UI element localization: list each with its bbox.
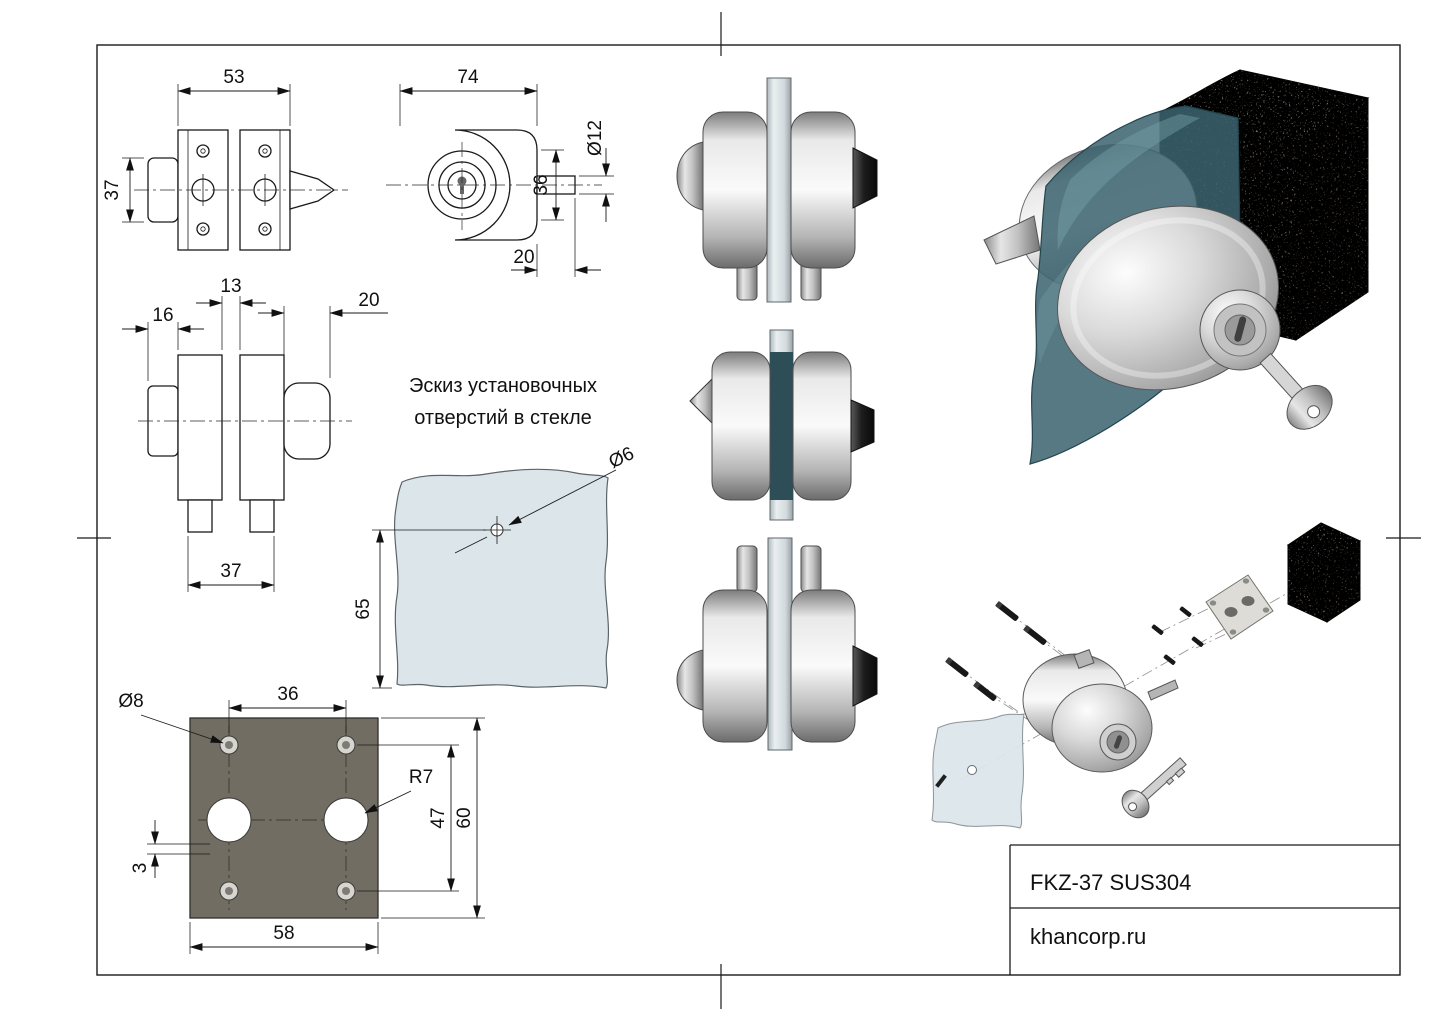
dim-plan-left: 16: [122, 305, 204, 381]
stone-block-exploded: [1286, 522, 1362, 623]
dim-plan-legs: 37: [187, 536, 275, 592]
glass-strip: [767, 537, 793, 751]
sheet-frame: [77, 12, 1421, 1009]
glass-tinted-section: [770, 352, 793, 500]
latch-bulge: [676, 649, 704, 711]
cylinder-cap: [852, 645, 878, 707]
render-3d: [983, 69, 1370, 465]
mount-leg: [800, 545, 822, 593]
view-front: 53 37: [102, 67, 348, 251]
dim-text-pin-length: 20: [513, 247, 534, 268]
lock-half-left: [702, 111, 768, 269]
glass-highlight: [1057, 114, 1200, 250]
dim-pin-diameter: Ø12: [579, 120, 614, 222]
dim-plate-radius: R7: [364, 767, 433, 814]
website: khancorp.ru: [1030, 924, 1146, 949]
lock-front-exploded: [1051, 683, 1153, 773]
dim-text-glass-gap: 13: [220, 276, 241, 297]
long-screws: [945, 601, 1047, 701]
assembled-view-top: [676, 77, 878, 303]
model-number: FKZ-37 SUS304: [1030, 870, 1191, 895]
plate-screw-holes: [219, 735, 356, 901]
title-block: FKZ-37 SUS304 khancorp.ru: [1009, 844, 1400, 975]
dim-plate-inner-height: 47: [357, 744, 459, 892]
assembled-view-bottom: [676, 537, 878, 751]
dim-plate-screw-dia: Ø8: [118, 691, 224, 744]
dim-text-front-height: 37: [102, 179, 123, 200]
lock-body-outline: [454, 129, 538, 241]
dim-text-plan-knob: 20: [358, 290, 379, 311]
key-exploded: [1121, 757, 1187, 819]
back-plate-exploded: [1205, 574, 1274, 640]
keyhole-slot: [1234, 316, 1247, 342]
leg-left: [187, 499, 213, 533]
dim-plate-edge-offset: 3: [130, 820, 210, 878]
lock-half-right: [790, 111, 856, 269]
dim-glass-gap: 13: [196, 276, 266, 350]
dim-text-radius: R7: [409, 767, 433, 788]
dim-pin-length: 20: [511, 198, 601, 277]
key: [1259, 352, 1333, 430]
dim-text-screw-span: 36: [277, 684, 298, 705]
dim-text-side-width: 74: [457, 67, 479, 88]
dim-text-plate-height: 60: [454, 807, 475, 828]
glass-piece-hole: [967, 765, 977, 775]
dim-text-side-height: 36: [531, 174, 552, 195]
nub-exploded: [1073, 649, 1095, 669]
small-screw-front: [935, 774, 947, 788]
dim-text-inner-height: 47: [428, 807, 449, 828]
left-plate-top: [177, 354, 223, 501]
view-side: 74 Ø12 36 20: [386, 67, 614, 277]
small-screws: [1151, 606, 1204, 665]
lock-half-left: [702, 589, 768, 743]
view-plan: 13 16 20 37: [122, 276, 388, 592]
dim-front-width: 53: [177, 67, 291, 126]
dim-glass-offset: 65: [353, 529, 486, 689]
pin-exploded: [1147, 679, 1179, 701]
dim-text-screw-dia: Ø8: [118, 691, 143, 712]
key-ring-hole: [1307, 405, 1321, 419]
dim-front-height: 37: [102, 157, 144, 223]
exploded-view: [931, 522, 1362, 829]
glass-piece-exploded: [931, 713, 1025, 829]
lock-half-right: [790, 589, 856, 743]
cylinder-cap: [852, 147, 878, 209]
glass-panel-sketch: [393, 468, 610, 689]
glass-hole-sketch: Эскиз установочных отверстий в стекле Ø6…: [353, 375, 638, 689]
dim-text-plan-left: 16: [152, 305, 173, 326]
right-plate-top: [239, 354, 285, 501]
note-line2: отверстий в стекле: [414, 407, 592, 429]
dim-plate-screw-span: 36: [228, 684, 347, 733]
glass-strip: [766, 77, 792, 303]
latch-cone: [689, 375, 715, 427]
dim-text-edge-offset: 3: [130, 863, 151, 874]
dim-plan-knob: 20: [258, 290, 388, 378]
lock-half-left: [711, 351, 771, 501]
dim-text-glass-hole: Ø6: [606, 443, 638, 473]
lock-exploded: [1022, 649, 1179, 773]
latch-bulge: [676, 141, 704, 211]
leg-right: [249, 499, 275, 533]
dim-plate-height: 60: [381, 717, 485, 919]
dim-text-plate-width: 58: [273, 923, 294, 944]
dim-side-width: 74: [399, 67, 538, 126]
dim-plate-width: 58: [189, 922, 379, 954]
view-mounting-plate: Ø8 36 R7 47 60 3 58: [118, 684, 485, 954]
note-line1: Эскиз установочных: [409, 375, 597, 397]
assembled-view-middle: [689, 329, 875, 521]
dim-side-height: 36: [531, 149, 564, 221]
dim-text-pin-diameter: Ø12: [585, 120, 606, 156]
dim-text-plan-legs: 37: [220, 561, 241, 582]
dim-text-front-width: 53: [223, 67, 244, 88]
plate-through-holes: [206, 797, 369, 843]
mount-leg: [736, 545, 758, 593]
lock-half-right: [792, 351, 852, 501]
cylinder-cap: [850, 399, 875, 453]
border-rect: [96, 44, 1401, 976]
dim-text-glass-offset: 65: [353, 598, 374, 619]
